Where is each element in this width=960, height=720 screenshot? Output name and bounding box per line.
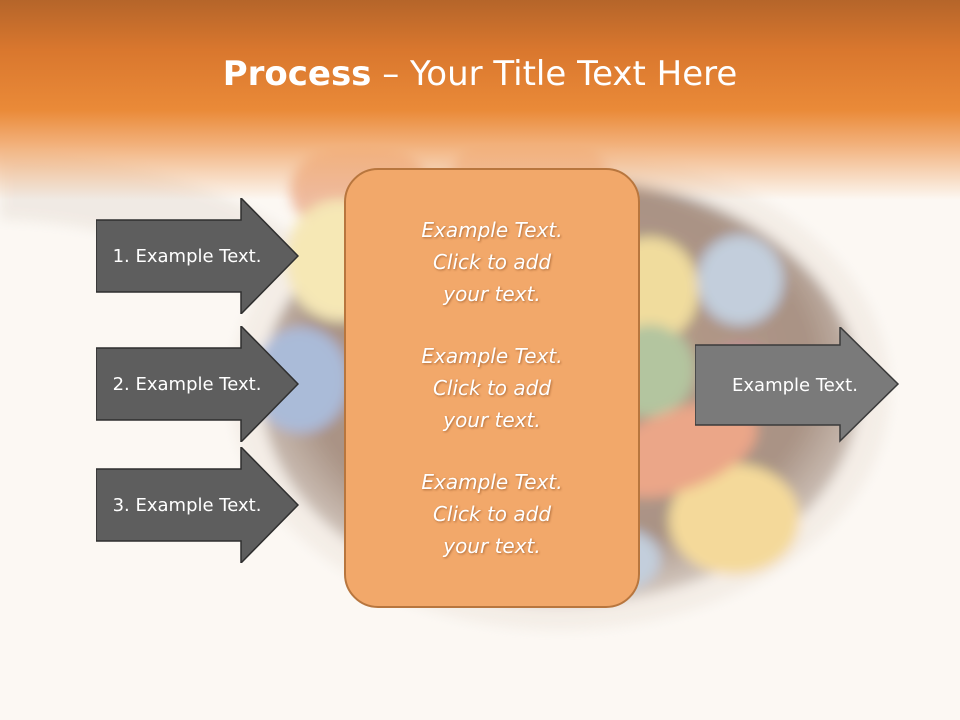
header-band xyxy=(0,0,960,200)
step-2-label: 2. Example Text. xyxy=(112,373,262,395)
panel-line: your text. xyxy=(443,408,541,432)
arrow-shape-icon xyxy=(695,327,900,443)
step-1-label: 1. Example Text. xyxy=(112,245,262,267)
arrow-shape-icon xyxy=(96,326,299,442)
panel-line: Example Text. xyxy=(421,470,563,494)
panel-line: your text. xyxy=(443,534,541,558)
step-3-label: 3. Example Text. xyxy=(112,494,262,516)
panel-line: your text. xyxy=(443,282,541,306)
panel-text-block: Example Text. Click to add your text. xyxy=(362,466,622,562)
step-3-arrow[interactable]: 3. Example Text. xyxy=(96,447,299,563)
title-rest: – Your Title Text Here xyxy=(371,54,738,94)
title-bold: Process xyxy=(222,54,372,94)
arrow-shape-icon xyxy=(96,447,299,563)
panel-line: Click to add xyxy=(432,250,552,274)
result-label: Example Text. xyxy=(732,374,858,396)
result-arrow[interactable]: Example Text. xyxy=(695,327,900,443)
slide-title[interactable]: Process – Your Title Text Here xyxy=(0,52,960,96)
panel-text-block: Example Text. Click to add your text. xyxy=(362,214,622,310)
center-text-panel[interactable]: Example Text. Click to add your text. Ex… xyxy=(344,168,640,608)
panel-line: Click to add xyxy=(432,376,552,400)
panel-line: Click to add xyxy=(432,502,552,526)
arrow-shape-icon xyxy=(96,198,299,314)
step-2-arrow[interactable]: 2. Example Text. xyxy=(96,326,299,442)
step-1-arrow[interactable]: 1. Example Text. xyxy=(96,198,299,314)
panel-text-block: Example Text. Click to add your text. xyxy=(362,340,622,436)
panel-line: Example Text. xyxy=(421,344,563,368)
panel-line: Example Text. xyxy=(421,218,563,242)
